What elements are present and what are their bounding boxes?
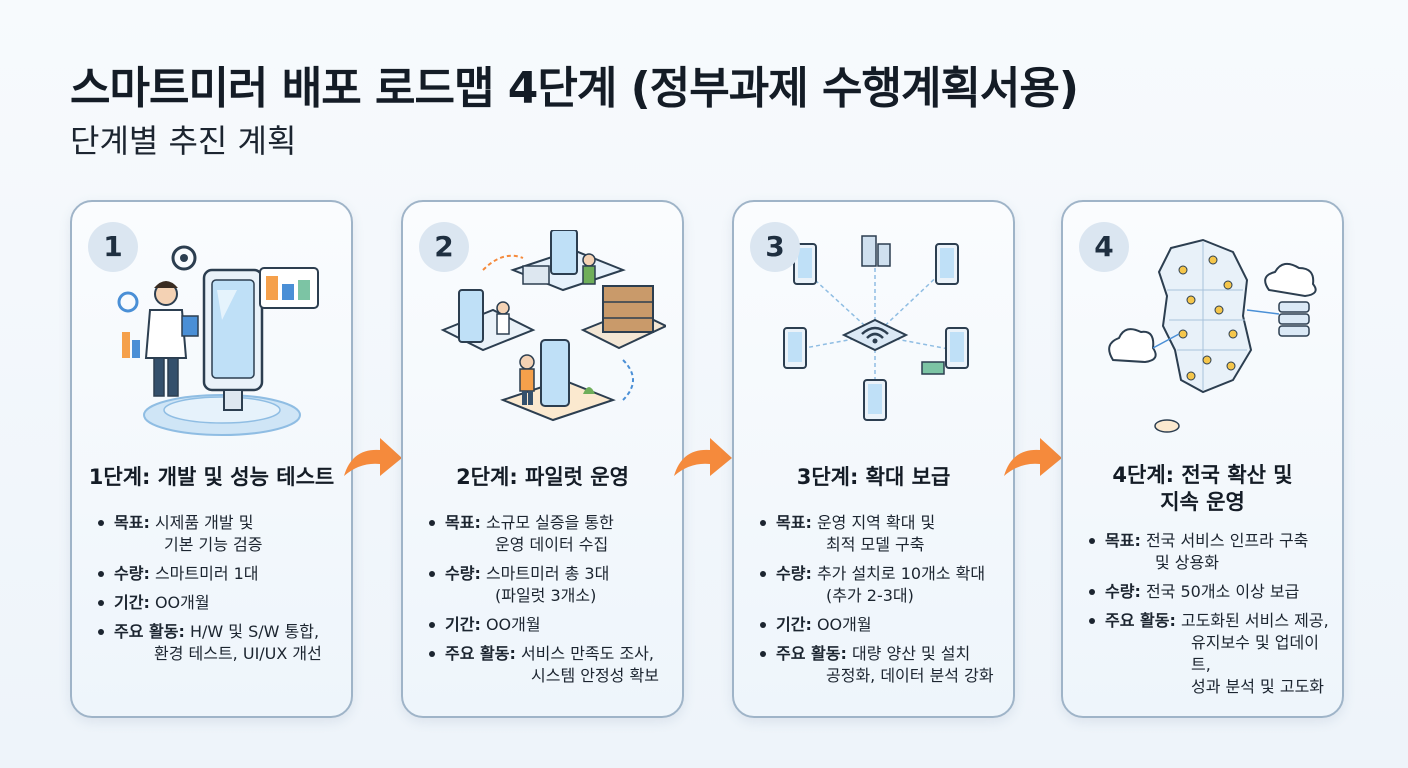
stage-item-activities: 주요 활동: 고도화된 서비스 제공,유지보수 및 업데이트,성과 분석 및 고… xyxy=(1087,610,1332,698)
stage-title: 1단계: 개발 및 성능 테스트 xyxy=(88,465,335,489)
stage-item-period: 기간: OO개월 xyxy=(96,592,341,614)
stage-item-activities: 주요 활동: 서비스 만족도 조사,시스템 안정성 확보 xyxy=(427,643,672,687)
nationwide-map-cloud-illustration xyxy=(1108,238,1317,433)
stage-item-period: 기간: OO개월 xyxy=(758,614,1003,636)
network-expansion-illustration xyxy=(766,235,969,421)
stage-item-quantity: 수량: 전국 50개소 이상 보급 xyxy=(1087,581,1332,603)
stage-number-badge: 3 xyxy=(750,222,800,272)
stage-item-period: 기간: OO개월 xyxy=(427,614,672,636)
next-stage-arrow-icon xyxy=(674,438,732,476)
next-stage-arrow-icon xyxy=(1004,438,1062,476)
pilot-sites-illustration xyxy=(440,230,666,422)
page-subtitle: 단계별 추진 계획 xyxy=(70,122,297,160)
stage-number-badge: 4 xyxy=(1079,222,1129,272)
stage-number-badge: 1 xyxy=(88,222,138,272)
stage-number-badge: 2 xyxy=(419,222,469,272)
stage-title: 3단계: 확대 보급 xyxy=(796,465,951,489)
stage-item-quantity: 수량: 추가 설치로 10개소 확대(추가 2-3대) xyxy=(758,563,1003,607)
stage-item-activities: 주요 활동: H/W 및 S/W 통합,환경 테스트, UI/UX 개선 xyxy=(96,621,341,665)
developer-testing-mirror-illustration xyxy=(117,245,319,436)
next-stage-arrow-icon xyxy=(344,438,402,476)
stage-title: 2단계: 파일럿 운영 xyxy=(456,465,629,489)
stage-item-quantity: 수량: 스마트미러 1대 xyxy=(96,563,341,585)
page-title: 스마트미러 배포 로드맵 4단계 (정부과제 수행계획서용) xyxy=(70,63,1079,114)
stage-item-quantity: 수량: 스마트미러 총 3대(파일럿 3개소) xyxy=(427,563,672,607)
